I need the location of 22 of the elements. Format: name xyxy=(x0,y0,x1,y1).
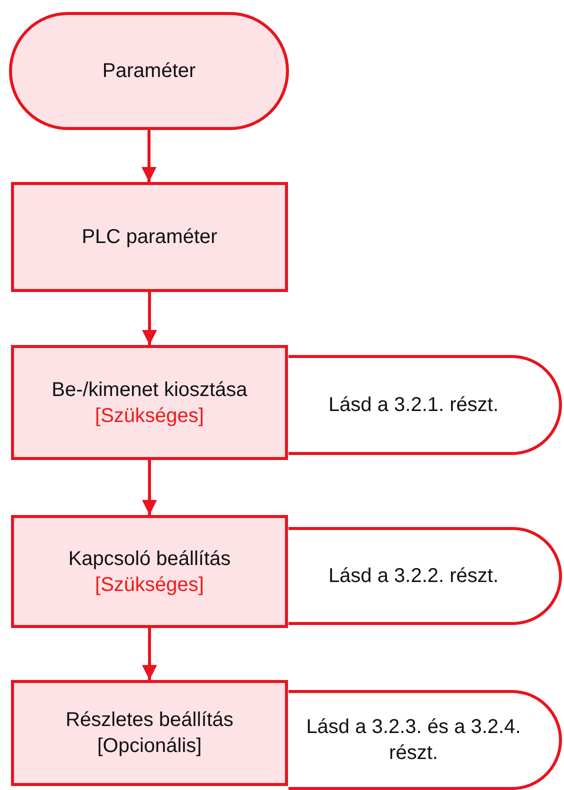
note-shape xyxy=(287,527,562,625)
arrow xyxy=(142,130,156,182)
node-label: Részletes beállítás xyxy=(66,708,234,733)
status-label: [Szükséges] xyxy=(95,404,204,428)
process-box xyxy=(11,515,288,628)
status-label: [Opcionális] xyxy=(97,734,202,759)
node-label: Lásd a 3.2.3. és a 3.2.4. részt. xyxy=(305,715,522,766)
arrow xyxy=(142,460,157,515)
process-box xyxy=(11,182,288,292)
node-label: Lásd a 3.2.2. részt. xyxy=(328,564,499,589)
arrow xyxy=(142,292,157,345)
node-label: Lásd a 3.2.1. részt. xyxy=(328,393,499,418)
note-shape xyxy=(287,690,562,790)
note-shape xyxy=(287,355,562,455)
node-label: PLC paraméter xyxy=(82,225,218,250)
node-label: Be-/kimenet kiosztása xyxy=(52,378,248,402)
process-box xyxy=(11,680,288,786)
node-label: Kapcsoló beállítás xyxy=(68,546,231,572)
node-label: Paraméter xyxy=(102,59,196,84)
status-label: [Szükséges] xyxy=(95,572,204,598)
arrow xyxy=(142,628,157,680)
process-box xyxy=(11,345,288,460)
